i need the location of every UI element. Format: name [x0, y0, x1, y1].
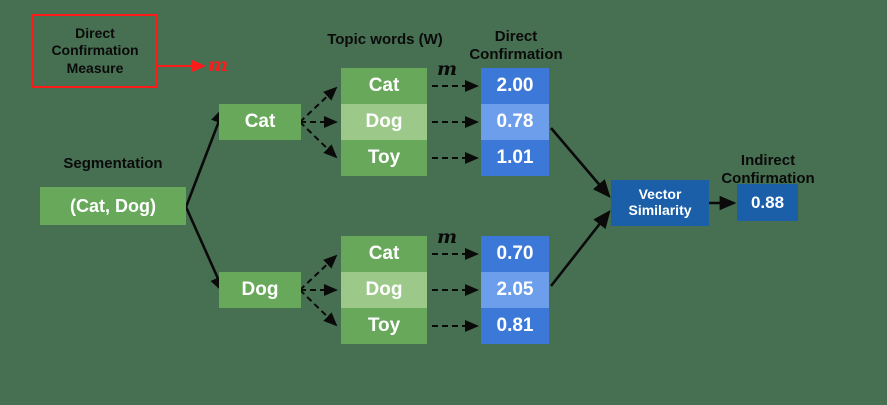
direct-confirmation-score-cell[interactable]: 1.01: [481, 140, 549, 176]
direct-confirmation-score-cell[interactable]: 2.05: [481, 272, 549, 308]
segmentation-node[interactable]: (Cat, Dog): [40, 187, 186, 225]
connector-cat-to-topicwords: [299, 86, 338, 159]
measure-symbol-legend: m: [208, 54, 229, 76]
topic-word-cell[interactable]: Cat: [341, 236, 427, 272]
topic-word-cell[interactable]: Toy: [341, 140, 427, 176]
indirect-confirmation-result[interactable]: 0.88: [737, 184, 798, 221]
connector-topicwords-to-scores-upper: [432, 80, 479, 164]
topic-word-cell[interactable]: Toy: [341, 308, 427, 344]
direct-confirmation-score-cell[interactable]: 0.81: [481, 308, 549, 344]
topic-words-heading: Topic words (W): [327, 31, 443, 48]
topic-word-cell[interactable]: Dog: [341, 272, 427, 308]
vector-similarity-node[interactable]: Vector Similarity: [611, 180, 709, 226]
topic-word-cell[interactable]: Dog: [341, 104, 427, 140]
direct-confirmation-heading: Direct Confirmation: [469, 28, 563, 63]
connector-topicwords-to-scores-lower: [432, 248, 479, 332]
topic-word-cell[interactable]: Cat: [341, 68, 427, 104]
vector-similarity-label-line2: Similarity: [628, 202, 692, 218]
vector-similarity-label-line1: Vector: [638, 186, 682, 203]
branch-node-cat[interactable]: Cat: [219, 104, 301, 140]
indirect-confirmation-heading: Indirect Confirmation: [721, 152, 815, 187]
measure-symbol-lower: m: [437, 226, 458, 248]
direct-confirmation-score-cell[interactable]: 2.00: [481, 68, 549, 104]
branch-node-dog[interactable]: Dog: [219, 272, 301, 308]
direct-confirmation-measure-legend-box: Direct Confirmation Measure: [32, 14, 158, 88]
measure-symbol-upper: m: [437, 58, 458, 80]
direct-confirmation-score-cell[interactable]: 0.70: [481, 236, 549, 272]
direct-confirmation-score-cell[interactable]: 0.78: [481, 104, 549, 140]
connector-scores-to-vector-similarity: [549, 127, 611, 287]
connector-dog-to-topicwords: [299, 254, 338, 327]
segmentation-heading: Segmentation: [63, 155, 163, 172]
